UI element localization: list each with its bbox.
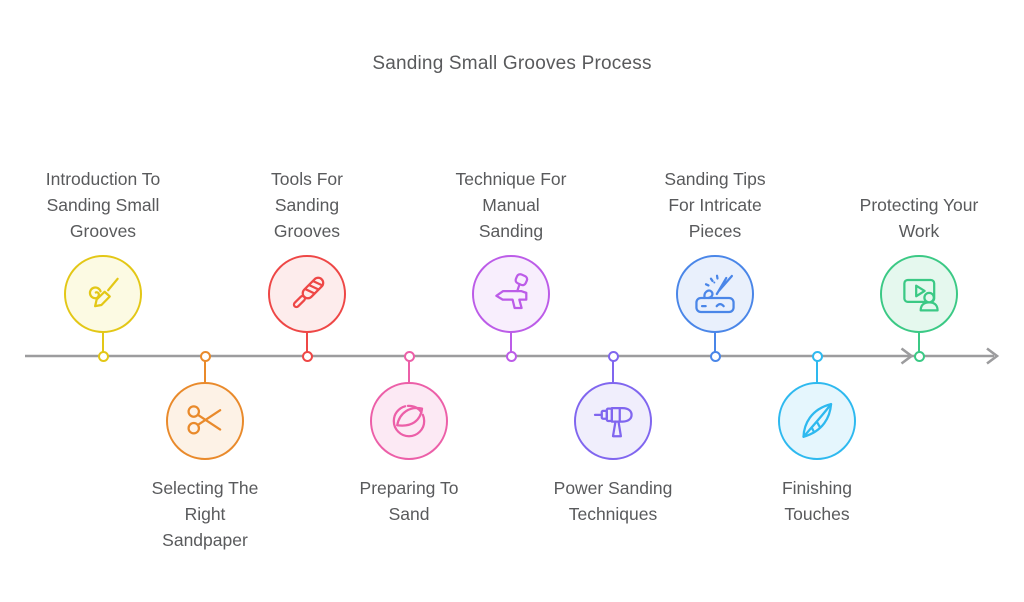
timeline-step-technique: Technique For Manual Sanding: [421, 0, 601, 602]
paintbrush-icon: [88, 277, 119, 308]
timeline-node: [607, 350, 619, 362]
step-label: Tools For Sanding Grooves: [271, 169, 343, 241]
step-connector: [509, 331, 513, 356]
timeline-step-sanding-tips: Sanding Tips For Intricate Pieces: [625, 0, 805, 602]
spray-gun-icon: [495, 273, 529, 310]
step-connector: [407, 356, 411, 383]
drill-icon: [593, 406, 633, 438]
video-tutorial-icon: [903, 278, 939, 312]
step-bubble: [676, 255, 754, 333]
carving-tool-icon: [695, 274, 735, 314]
step-label: Technique For Manual Sanding: [455, 169, 567, 241]
step-connector: [203, 356, 207, 383]
step-bubble: [370, 382, 448, 460]
timeline-node: [709, 350, 721, 362]
timeline-node: [199, 350, 211, 362]
step-bubble: [64, 255, 142, 333]
timeline-node: [505, 350, 517, 362]
scissors-icon: [187, 405, 222, 435]
step-connector: [917, 331, 921, 356]
timeline-step-power-sanding: Power Sanding Techniques: [523, 0, 703, 602]
step-bubble: [880, 255, 958, 333]
step-bubble: [574, 382, 652, 460]
step-label: Selecting The Right Sandpaper: [151, 478, 259, 550]
step-label: Preparing To Sand: [359, 478, 459, 524]
timeline-node: [97, 350, 109, 362]
feather-icon: [802, 403, 833, 438]
timeline-arrowhead-end: [986, 347, 1000, 365]
step-connector: [101, 331, 105, 356]
timeline-node: [403, 350, 415, 362]
step-connector: [305, 331, 309, 356]
step-label: Finishing Touches: [781, 478, 853, 524]
timeline-node: [301, 350, 313, 362]
timeline-step-introduction: Introduction To Sanding Small Grooves: [13, 0, 193, 602]
timeline-arrowhead-mid: [900, 347, 914, 365]
timeline-step-finishing: Finishing Touches: [727, 0, 907, 602]
step-bubble: [778, 382, 856, 460]
timeline-node: [913, 350, 925, 362]
step-label: Power Sanding Techniques: [553, 478, 673, 524]
page-title: Sanding Small Grooves Process: [372, 53, 652, 74]
step-connector: [815, 356, 819, 383]
timeline-step-sandpaper: Selecting The Right Sandpaper: [115, 0, 295, 602]
timeline-node: [811, 350, 823, 362]
step-connector: [713, 331, 717, 356]
step-bubble: [268, 255, 346, 333]
step-connector: [611, 356, 615, 383]
step-label: Sanding Tips For Intricate Pieces: [664, 169, 766, 241]
step-bubble: [166, 382, 244, 460]
sanding-file-icon: [292, 276, 325, 309]
timeline-step-preparing: Preparing To Sand: [319, 0, 499, 602]
step-label: Introduction To Sanding Small Grooves: [45, 169, 161, 241]
timeline-step-protecting: Protecting Your Work: [829, 0, 1009, 602]
timeline-step-tools: Tools For Sanding Grooves: [217, 0, 397, 602]
step-bubble: [472, 255, 550, 333]
leaf-slice-icon: [392, 404, 426, 438]
step-label: Protecting Your Work: [859, 195, 979, 241]
